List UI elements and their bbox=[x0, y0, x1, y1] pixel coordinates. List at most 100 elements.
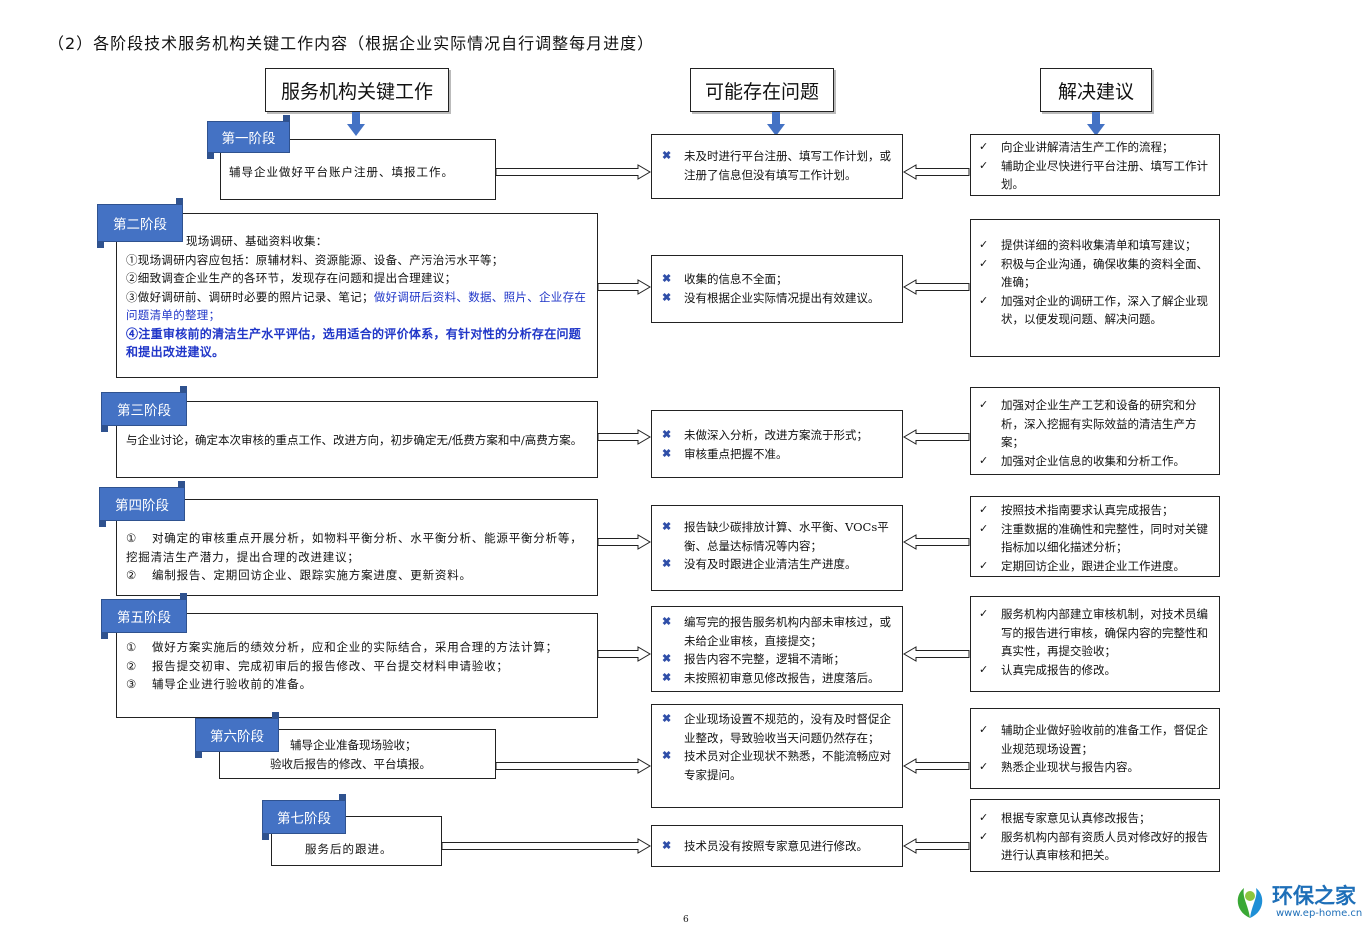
stage6-problem-2: 技术员对企业现状不熟悉，不能流畅应对专家提问。 bbox=[684, 749, 891, 782]
stage7-problem-1: 技术员没有按照专家意见进行修改。 bbox=[684, 839, 868, 853]
stage3-problems-box: ✖未做深入分析，改进方案流于形式； ✖审核重点把握不准。 bbox=[651, 410, 903, 478]
cross-mark: ✖ bbox=[662, 428, 672, 441]
stage6-problem-1: 企业现场设置不规范的，没有及时督促企业整改，导致验收当天问题仍然存在； bbox=[684, 712, 891, 745]
stage4-suggestions-box: ✓按照技术指南要求认真完成报告； ✓注重数据的准确性和完整性，同时对关键指标加以… bbox=[970, 496, 1220, 577]
stage5-work-1: 做好方案实施后的绩效分析，应和企业的实际结合，采用合理的方法计算； bbox=[152, 640, 558, 654]
stage4-suggestion-2: 注重数据的准确性和完整性，同时对关键指标加以细化描述分析； bbox=[1001, 521, 1208, 555]
stage5-suggestions-box: ✓ 服务机构内部建立审核机制，对技术员编写的报告进行审核，确保内容的完整性和真实性… bbox=[970, 596, 1220, 692]
check-mark: ✓ bbox=[979, 256, 989, 270]
check-mark: ✓ bbox=[979, 723, 989, 736]
stage2-suggestions-box: ✓提供详细的资料收集清单和填写建议； ✓积极与企业沟通，确保收集的资料全面、准确… bbox=[970, 219, 1220, 357]
hollow-arrow-right bbox=[495, 758, 651, 774]
stage3-suggestions-box: ✓ 加强对企业生产工艺和设备的研究和分析，深入挖掘有实际效益的清洁生产方案； ✓ 加… bbox=[970, 387, 1220, 475]
stage3-work-box: 与企业讨论，确定本次审核的重点工作、改进方向，初步确定无/低费方案和中/高费方案… bbox=[116, 401, 598, 478]
stage2-banner: 第二阶段 bbox=[97, 198, 183, 248]
page-number: 6 bbox=[683, 915, 689, 925]
hollow-arrow-left bbox=[903, 646, 970, 662]
stage2-problem-1: 收集的信息不全面； bbox=[684, 272, 788, 286]
stage3-suggestion-2: 加强对企业信息的收集和分析工作。 bbox=[1001, 453, 1185, 468]
stage2-work-3: ③做好调研前、调研时必要的照片记录、笔记； bbox=[126, 289, 374, 304]
cross-mark: ✖ bbox=[662, 149, 672, 162]
stage6-suggestion-1: 辅助企业做好验收前的准备工作，督促企业规范现场设置； bbox=[1001, 723, 1208, 756]
stage1-work-text: 辅导企业做好平台账户注册、填报工作。 bbox=[229, 165, 454, 179]
stage2-work-2: ②细致调查企业生产的各环节，发现存在问题和提出合理建议； bbox=[126, 271, 457, 285]
stage1-problems-box: ✖ 未及时进行平台注册、填写工作计划，或注册了信息但没有填写工作计划。 bbox=[651, 134, 903, 199]
down-arrow-problems bbox=[767, 112, 785, 136]
check-mark: ✓ bbox=[979, 453, 989, 467]
stage6-suggestion-2: 熟悉企业现状与报告内容。 bbox=[1001, 760, 1139, 774]
stage2-suggestion-2: 积极与企业沟通，确保收集的资料全面、准确； bbox=[1001, 256, 1208, 290]
stage5-work-num-2: ② bbox=[126, 658, 138, 673]
stage6-problems-box: ✖企业现场设置不规范的，没有及时督促企业整改，导致验收当天问题仍然存在； ✖技术… bbox=[651, 704, 903, 808]
cross-mark: ✖ bbox=[662, 557, 672, 570]
hollow-arrow-left bbox=[903, 279, 970, 295]
stage1-suggestions-box: ✓向企业讲解清洁生产工作的流程； ✓辅助企业尽快进行平台注册、填写工作计划。 bbox=[970, 134, 1220, 196]
hollow-arrow-left bbox=[903, 534, 970, 550]
check-mark: ✓ bbox=[979, 607, 989, 620]
stage6-banner: 第六阶段 bbox=[195, 712, 279, 758]
logo-name: 环保之家 bbox=[1272, 884, 1356, 908]
cross-mark: ✖ bbox=[662, 446, 672, 460]
cross-mark: ✖ bbox=[662, 290, 672, 304]
check-mark: ✓ bbox=[979, 558, 989, 572]
stage2-suggestion-1: 提供详细的资料收集清单和填写建议； bbox=[1001, 238, 1197, 252]
down-arrow-work bbox=[347, 112, 365, 136]
stage7-problems-box: ✖技术员没有按照专家意见进行修改。 bbox=[651, 825, 903, 867]
stage5-work-num-3: ③ bbox=[126, 677, 138, 691]
stage5-problem-3: 未按照初审意见修改报告，进度落后。 bbox=[684, 670, 880, 685]
cross-mark: ✖ bbox=[662, 670, 672, 684]
hollow-arrow-right bbox=[495, 164, 651, 180]
hollow-arrow-right bbox=[597, 429, 651, 445]
hollow-arrow-left bbox=[903, 838, 970, 854]
stage5-work-3: 辅导企业进行验收前的准备。 bbox=[152, 677, 312, 691]
check-mark: ✓ bbox=[979, 398, 989, 411]
stage4-problem-2: 没有及时跟进企业清洁生产进度。 bbox=[684, 557, 857, 571]
check-mark: ✓ bbox=[979, 158, 989, 172]
stage5-banner: 第五阶段 bbox=[101, 593, 187, 639]
stage3-suggestion-1: 加强对企业生产工艺和设备的研究和分析，深入挖掘有实际效益的清洁生产方案； bbox=[1001, 398, 1197, 449]
stage1-suggestion-1: 向企业讲解清洁生产工作的流程； bbox=[1001, 140, 1174, 154]
hollow-arrow-left bbox=[903, 429, 970, 445]
cross-mark: ✖ bbox=[662, 615, 672, 628]
cross-mark: ✖ bbox=[662, 652, 672, 665]
header-suggestions: 解决建议 bbox=[1040, 68, 1152, 112]
check-mark: ✓ bbox=[979, 829, 989, 843]
stage3-banner: 第三阶段 bbox=[101, 386, 187, 432]
stage5-work-num-1: ① bbox=[126, 640, 138, 654]
stage4-banner: 第四阶段 bbox=[99, 481, 185, 527]
logo-url: www.ep-home.cn bbox=[1276, 908, 1363, 919]
header-work: 服务机构关键工作 bbox=[265, 68, 449, 112]
stage4-suggestion-1: 按照技术指南要求认真完成报告； bbox=[1001, 503, 1174, 517]
stage7-banner: 第七阶段 bbox=[262, 794, 346, 840]
stage2-problems-box: ✖收集的信息不全面； ✖没有根据企业实际情况提出有效建议。 bbox=[651, 255, 903, 323]
stage3-problem-1: 未做深入分析，改进方案流于形式； bbox=[684, 428, 868, 442]
stage5-work-2: 报告提交初审、完成初审后的报告修改、平台提交材料申请验收； bbox=[152, 658, 509, 673]
stage5-suggestion-1: 服务机构内部建立审核机制，对技术员编写的报告进行审核，确保内容的完整性和真实性，… bbox=[1001, 607, 1208, 658]
check-mark: ✓ bbox=[979, 811, 989, 824]
page-title: （2）各阶段技术服务机构关键工作内容（根据企业实际情况自行调整每月进度） bbox=[48, 34, 655, 53]
stage2-work-3-highlight: 做好调研后资料、数据、照片、企业存在问题清单的整理； bbox=[126, 289, 587, 323]
stage5-problem-1: 编写完的报告服务机构内部未审核过，或未给企业审核，直接提交； bbox=[684, 615, 891, 648]
hollow-arrow-right bbox=[597, 279, 651, 295]
stage7-suggestion-2: 服务机构内部有资质人员对修改好的报告进行认真审核和把关。 bbox=[1001, 829, 1208, 863]
stage2-problem-2: 没有根据企业实际情况提出有效建议。 bbox=[684, 290, 880, 305]
logo: 环保之家 www.ep-home.cn bbox=[1230, 880, 1370, 924]
stage5-problem-2: 报告内容不完整，逻辑不清晰； bbox=[684, 652, 845, 666]
stage2-suggestion-3: 加强对企业的调研工作，深入了解企业现状，以便发现问题、解决问题。 bbox=[1001, 293, 1208, 327]
stage5-work-box: ① 做好方案实施后的绩效分析，应和企业的实际结合，采用合理的方法计算； ② 报告提交… bbox=[116, 613, 598, 718]
stage6-work-2: 验收后报告的修改、平台填报。 bbox=[270, 756, 431, 771]
stage4-suggestion-3: 定期回访企业，跟进企业工作进度。 bbox=[1001, 558, 1185, 573]
stage1-problem-1: 未及时进行平台注册、填写工作计划，或注册了信息但没有填写工作计划。 bbox=[684, 149, 891, 182]
hollow-arrow-left bbox=[903, 758, 970, 774]
stage5-problems-box: ✖ 编写完的报告服务机构内部未审核过，或未给企业审核，直接提交； ✖ 报告内容不完整… bbox=[651, 606, 903, 692]
stage6-suggestions-box: ✓辅助企业做好验收前的准备工作，督促企业规范现场设置； ✓熟悉企业现状与报告内容… bbox=[970, 708, 1220, 789]
stage2-work-box: 现场调研、基础资料收集： ①现场调研内容应包括：原辅材料、资源能源、设备、产污治… bbox=[116, 213, 598, 378]
hollow-arrow-left bbox=[903, 164, 970, 180]
stage1-suggestion-2: 辅助企业尽快进行平台注册、填写工作计划。 bbox=[1001, 158, 1208, 192]
stage2-work-4-highlight: ④注重审核前的清洁生产水平评估，选用适合的评价体系，有针对性的分析存在问题和提出… bbox=[126, 326, 582, 360]
cross-mark: ✖ bbox=[662, 749, 672, 762]
stage6-work-1: 辅导企业准备现场验收； bbox=[290, 738, 417, 752]
stage7-suggestions-box: ✓根据专家意见认真修改报告； ✓服务机构内部有资质人员对修改好的报告进行认真审核… bbox=[970, 799, 1220, 872]
